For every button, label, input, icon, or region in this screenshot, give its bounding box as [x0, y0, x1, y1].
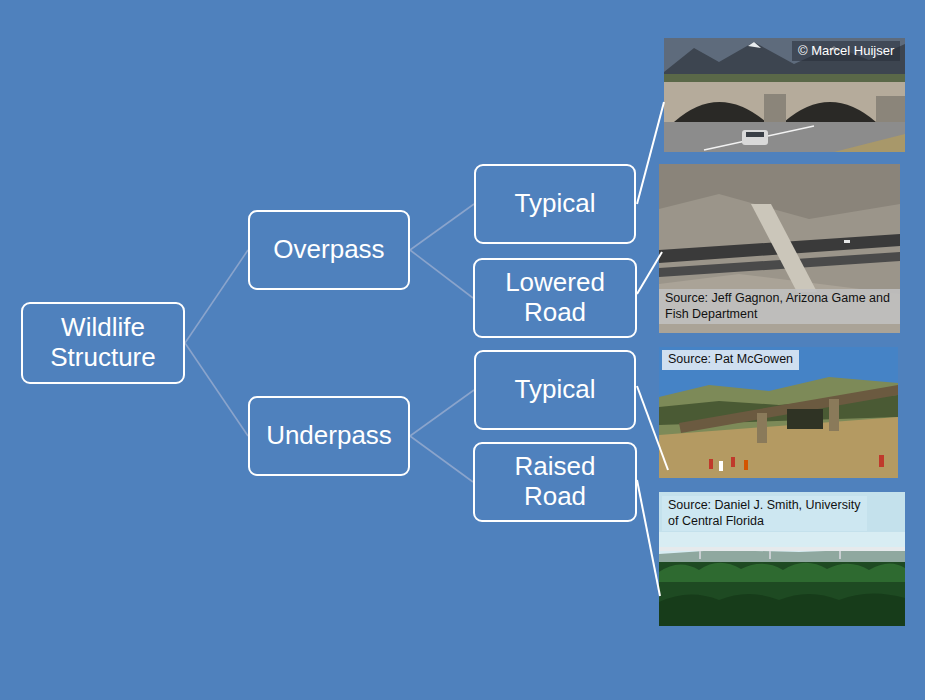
structure-box: Typical	[474, 350, 636, 430]
hills	[659, 377, 898, 478]
structure-box: Underpass	[248, 396, 410, 476]
lane-line	[704, 126, 814, 150]
grass	[834, 134, 905, 152]
text-holder: Typical	[515, 375, 596, 405]
leader-line	[637, 386, 668, 470]
car	[742, 130, 768, 145]
text-holder: Raised Road	[483, 452, 627, 512]
leader-line	[637, 252, 662, 294]
sky	[659, 492, 905, 626]
person	[709, 459, 713, 469]
photo-credit: Source: Pat McGowen	[662, 350, 799, 370]
person	[744, 460, 748, 470]
text-holder: Overpass	[273, 235, 384, 265]
lowered-road-photo	[659, 164, 900, 333]
structure-box: Lowered Road	[473, 258, 637, 338]
box-label: Typical	[515, 375, 596, 405]
structure-box: Raised Road	[473, 442, 637, 522]
snow	[748, 42, 761, 48]
underpass-photo	[659, 347, 898, 478]
photo-credit: © Marcel Huijser	[792, 41, 900, 61]
person	[731, 457, 735, 467]
tree-tops	[659, 563, 905, 582]
bridge-deck	[679, 385, 898, 433]
road	[664, 122, 905, 152]
vehicle	[844, 240, 850, 243]
photo-credit: Source: Jeff Gagnon, Arizona Game and Fi…	[659, 289, 900, 324]
hillside	[659, 164, 900, 333]
photo-credit: Source: Daniel J. Smith, University of C…	[662, 496, 867, 531]
connector-line	[410, 250, 473, 298]
bridge-pier	[757, 413, 767, 443]
leader-line	[637, 102, 664, 204]
leader-line	[637, 480, 660, 596]
hill-shade	[659, 164, 900, 219]
box-label: Overpass	[273, 235, 384, 265]
road-pier	[769, 551, 771, 559]
elevated-road	[659, 547, 905, 551]
sky	[664, 38, 905, 152]
connector-line	[410, 436, 473, 482]
structure-box: Typical	[474, 164, 636, 244]
overpass-photo	[664, 38, 905, 152]
sky	[659, 347, 898, 478]
connector-line	[410, 204, 474, 250]
forest	[659, 562, 905, 626]
text-holder: Typical	[515, 189, 596, 219]
box-label: Wildlife Structure	[31, 313, 175, 373]
person	[879, 455, 884, 467]
text-holder: Wildlife Structure	[31, 313, 175, 373]
connector-line	[185, 343, 248, 436]
person	[719, 461, 723, 471]
road-pier	[839, 551, 841, 559]
box-label: Raised Road	[483, 452, 627, 512]
box-label: Lowered Road	[483, 268, 627, 328]
underpass-shadow	[787, 409, 823, 429]
hill-light	[659, 274, 900, 333]
distant-trees	[659, 548, 905, 564]
road-pier	[699, 551, 701, 559]
box-label: Underpass	[266, 421, 392, 451]
rock-wall	[764, 94, 786, 122]
car-window	[746, 132, 764, 137]
box-label: Typical	[515, 189, 596, 219]
overpass-structure	[664, 82, 905, 122]
connector-line	[410, 390, 474, 436]
tree-shadow	[659, 593, 905, 626]
text-holder: Lowered Road	[483, 268, 627, 328]
raised-road-photo	[659, 492, 905, 626]
structure-box: Overpass	[248, 210, 410, 290]
structure-box: Wildlife Structure	[21, 302, 185, 384]
arch-opening	[784, 102, 876, 122]
rock-wall	[876, 96, 905, 122]
bridge-pier	[829, 399, 839, 431]
text-holder: Underpass	[266, 421, 392, 451]
connector-line	[185, 250, 248, 343]
overpass-bridge	[751, 204, 817, 292]
arch-opening	[674, 102, 766, 122]
